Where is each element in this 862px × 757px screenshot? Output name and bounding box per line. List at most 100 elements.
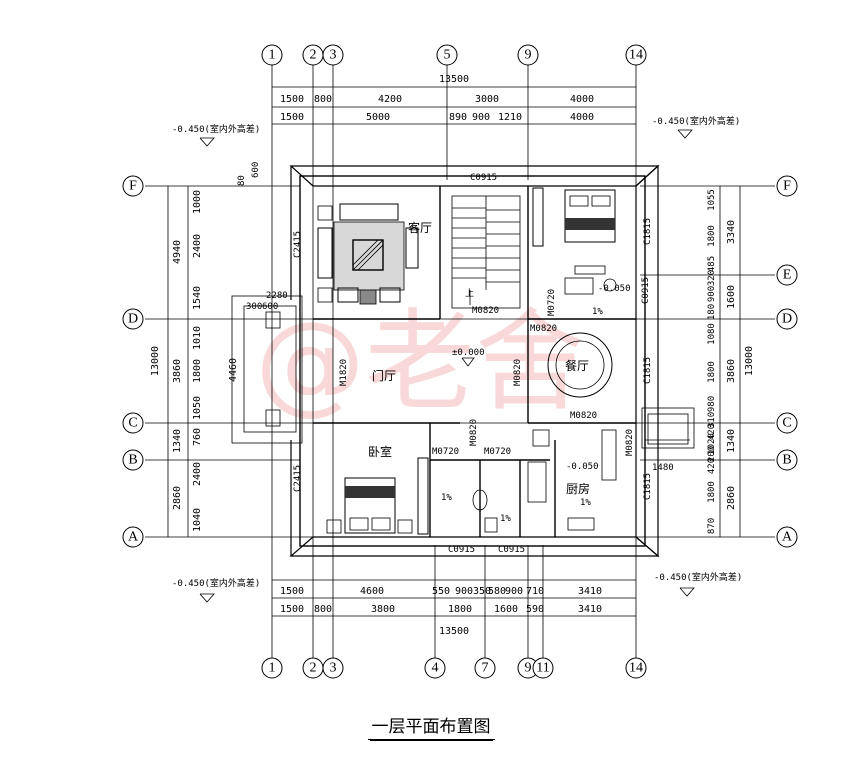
- dim-left-outer: 2860: [172, 486, 183, 510]
- level-marker-sw: [199, 593, 215, 603]
- dim-top-row1: 1500: [280, 94, 304, 105]
- dim-right-inner: 1080: [707, 323, 717, 345]
- dim-top-row1: 3000: [475, 94, 499, 105]
- dim-top-row1: 4000: [570, 94, 594, 105]
- room-label-living: 客厅: [408, 220, 432, 235]
- axis-label-top: 14: [629, 48, 643, 63]
- dim-right-inner: 320: [707, 270, 717, 286]
- dim-bottom-row1: 4600: [360, 586, 384, 597]
- axis-label-right: A: [782, 530, 793, 545]
- dim-left-inner: 760: [192, 428, 203, 446]
- door-m1820: M1820: [339, 359, 349, 386]
- dim-right-inner: 870: [707, 518, 717, 534]
- dim-top-row1: 800: [314, 94, 332, 105]
- dim-right-outer: 3860: [726, 359, 737, 383]
- axis-label-right: B: [782, 453, 791, 468]
- dim-left-outer: 3860: [172, 359, 183, 383]
- dim-porch-depth: 4460: [228, 358, 239, 382]
- dim-left-outer: 4940: [172, 240, 183, 264]
- axis-label-right: E: [783, 268, 792, 283]
- dim-bottom-row1: 3410: [578, 586, 602, 597]
- axis-marker-left-A: A: [122, 526, 144, 548]
- axis-label-left: D: [128, 312, 138, 327]
- porch: [231, 295, 303, 444]
- dim-right-inner: 180: [707, 304, 717, 320]
- room-label-kitchen: 厨房: [566, 481, 590, 496]
- dim-bottom-row1: 550: [432, 586, 450, 597]
- dim-left-inner: 2400: [192, 234, 203, 258]
- dim-bottom-row2: 3410: [578, 604, 602, 615]
- window-c0915-b2: C0915: [498, 545, 525, 555]
- dim-left-outer: 1340: [172, 429, 183, 453]
- axis-marker-left-F: F: [122, 175, 144, 197]
- dim-left-inner: 1800: [192, 359, 203, 383]
- slope-ensuite: 1%: [592, 307, 603, 317]
- master-bedroom-furniture: [532, 187, 616, 275]
- axis-marker-left-B: B: [122, 449, 144, 471]
- slope-bath-a: 1%: [441, 493, 452, 503]
- axis-marker-bottom-3: 3: [322, 657, 344, 679]
- dim-bottom-row1: 900: [505, 586, 523, 597]
- axis-label-top: 9: [525, 48, 532, 63]
- axis-marker-bottom-7: 7: [474, 657, 496, 679]
- dim-overall-right: 13000: [744, 346, 755, 376]
- dim-top-row2: 5000: [366, 112, 390, 123]
- axis-label-bottom: 2: [310, 661, 317, 676]
- slope-kitchen: 1%: [580, 498, 591, 508]
- door-m0820-kitchen: M0820: [570, 411, 597, 421]
- axis-label-left: F: [129, 179, 137, 194]
- axis-marker-right-E: E: [776, 264, 798, 286]
- dim-right-inner: 1800: [707, 481, 717, 503]
- bedroom-furniture: [326, 457, 429, 535]
- fixtures: [472, 277, 617, 533]
- level-exterior-sw: -0.450(室内外高差): [172, 577, 260, 589]
- dim-overall-bottom: 13500: [439, 626, 469, 637]
- top-dimension-lines: [167, 86, 741, 617]
- dim-right-inner: 1800: [707, 361, 717, 383]
- dim-top-row1: 4200: [378, 94, 402, 105]
- axis-label-right: F: [783, 179, 791, 194]
- axis-marker-right-B: B: [776, 449, 798, 471]
- dim-bottom-row2: 590: [526, 604, 544, 615]
- stair: [451, 195, 521, 309]
- dining-table: [547, 332, 613, 398]
- interior-walls: [313, 186, 636, 537]
- dim-top-row2: 1210: [498, 112, 522, 123]
- dim-overall-left: 13000: [150, 346, 161, 376]
- plan-caption-text: 一层平面布置图: [367, 717, 495, 740]
- axis-label-left: B: [128, 453, 137, 468]
- axis-label-bottom: 11: [536, 661, 549, 676]
- axis-label-top: 3: [330, 48, 337, 63]
- axis-marker-right-F: F: [776, 175, 798, 197]
- dim-left-inner: 1000: [192, 190, 203, 214]
- dim-left-inner: 1540: [192, 286, 203, 310]
- watermark: @老舍: [255, 298, 585, 426]
- porch-dim-a: 300: [246, 302, 262, 312]
- dim-right-inner: 1020: [707, 433, 717, 455]
- wall-dim-b: 600: [251, 162, 261, 178]
- axis-marker-right-A: A: [776, 526, 798, 548]
- dim-bottom-row1: 900: [455, 586, 473, 597]
- axis-label-bottom: 1: [269, 661, 276, 676]
- axis-marker-left-D: D: [122, 308, 144, 330]
- dim-right-outer: 2860: [726, 486, 737, 510]
- axis-marker-bottom-11: 11: [532, 657, 554, 679]
- door-m0720-b: M0720: [484, 447, 511, 457]
- door-m0820-dining: M0820: [530, 324, 557, 334]
- axis-label-bottom: 3: [330, 661, 337, 676]
- dim-right-inner: 485: [707, 256, 717, 272]
- door-m0820-east: M0820: [625, 429, 635, 456]
- dim-top-row2: 890: [449, 112, 467, 123]
- dim-bottom-row1: 350: [473, 586, 491, 597]
- axis-label-left: C: [128, 416, 137, 431]
- axis-marker-top-14: 14: [625, 44, 647, 66]
- axis-label-bottom: 9: [525, 661, 532, 676]
- dim-bottom-row1: 580: [488, 586, 506, 597]
- dim-right-outer: 1600: [726, 285, 737, 309]
- axis-label-left: A: [128, 530, 139, 545]
- stair-up-label: 上: [465, 288, 474, 299]
- window-c0915-b1: C0915: [448, 545, 475, 555]
- dim-bottom-row1: 1500: [280, 586, 304, 597]
- axis-label-right: C: [782, 416, 791, 431]
